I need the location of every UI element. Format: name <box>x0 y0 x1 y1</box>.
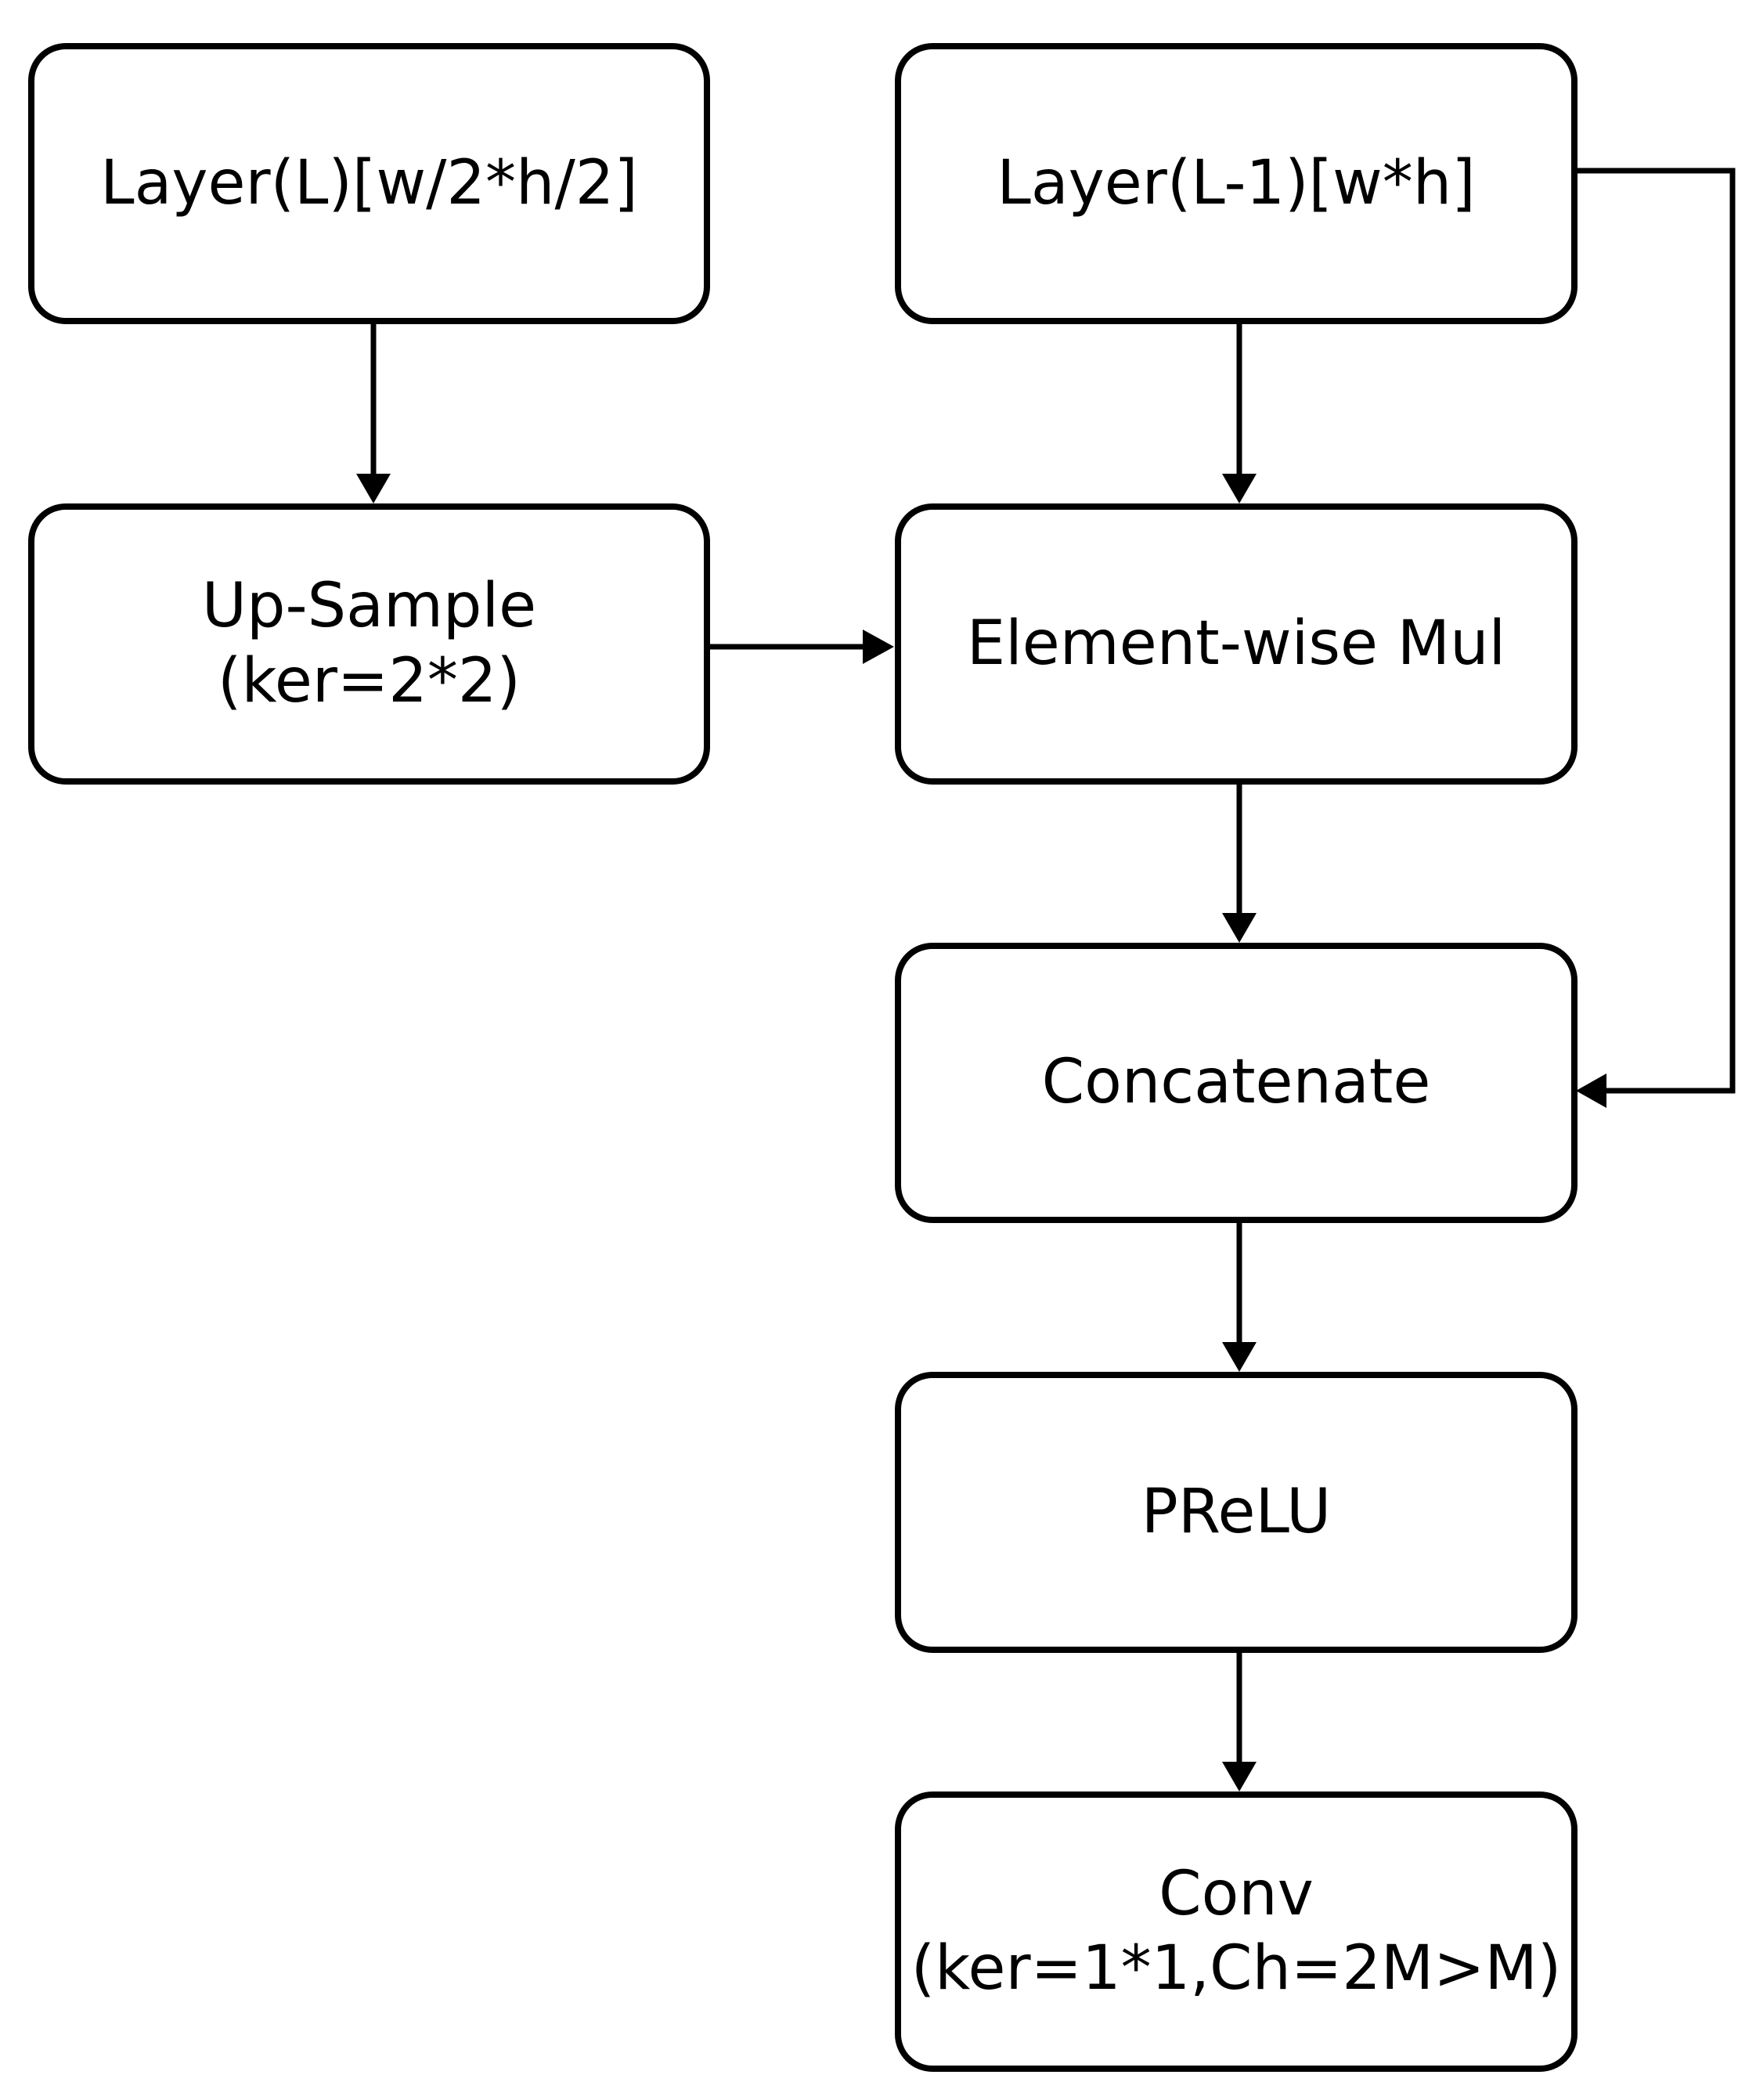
node-conv-label-line2: (ker=1*1,Ch=2M>M) <box>910 1933 1562 2004</box>
node-upsample: Up-Sample (ker=2*2) <box>28 503 710 785</box>
arrow-upsample-to-elementwise-mul <box>710 630 894 664</box>
node-prelu: PReLU <box>895 1372 1578 1653</box>
node-layer-l-minus-1: Layer(L-1)[w*h] <box>895 43 1578 324</box>
node-conv: Conv (ker=1*1,Ch=2M>M) <box>895 1791 1578 2072</box>
node-conv-label-line1: Conv <box>1159 1858 1314 1929</box>
node-concatenate: Concatenate <box>895 943 1578 1223</box>
arrow-layer-l-minus-1-skip-to-concatenate <box>1576 168 1736 1108</box>
node-prelu-label: PReLU <box>1141 1476 1332 1547</box>
node-layer-l: Layer(L)[w/2*h/2] <box>28 43 710 324</box>
node-upsample-label-line1: Up-Sample <box>201 571 537 642</box>
arrow-elementwise-mul-to-concatenate <box>1222 783 1257 943</box>
node-layer-l-minus-1-label: Layer(L-1)[w*h] <box>997 147 1476 218</box>
node-layer-l-label: Layer(L)[w/2*h/2] <box>100 147 638 218</box>
arrow-prelu-to-conv <box>1222 1652 1257 1791</box>
arrow-layer-l-to-upsample <box>356 321 391 503</box>
node-upsample-label-line2: (ker=2*2) <box>218 645 521 716</box>
node-elementwise-mul-label: Element-wise Mul <box>966 608 1506 679</box>
arrow-concatenate-to-prelu <box>1222 1221 1257 1372</box>
node-elementwise-mul: Element-wise Mul <box>895 503 1578 785</box>
node-concatenate-label: Concatenate <box>1041 1047 1431 1118</box>
arrow-layer-l-minus-1-to-elementwise-mul <box>1222 321 1257 503</box>
